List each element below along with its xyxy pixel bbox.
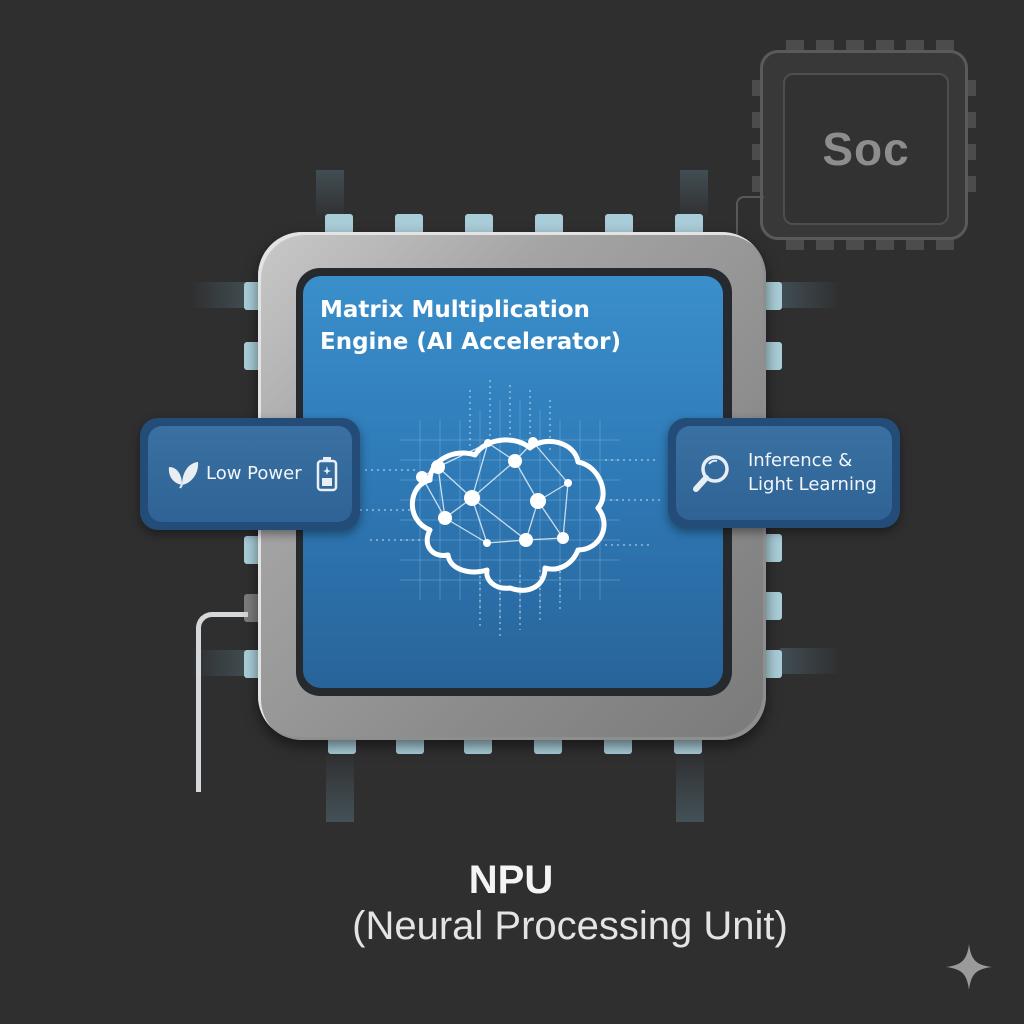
caption-title: NPU xyxy=(0,858,1024,903)
inference-badge-body: Inference & Light Learning xyxy=(676,426,892,520)
network-node xyxy=(431,460,445,474)
soc-label: Soc xyxy=(822,123,910,175)
chip-pin-left xyxy=(244,342,262,370)
battery-icon xyxy=(316,457,337,492)
grid-lines xyxy=(400,400,620,620)
network-node xyxy=(483,539,491,547)
chip-pin-top xyxy=(605,214,633,234)
pin-glow xyxy=(316,170,344,220)
soc-trace-line xyxy=(736,196,764,256)
left-trace-line xyxy=(196,612,248,792)
soc-pin xyxy=(786,238,804,250)
soc-pin xyxy=(966,112,976,128)
chip-pin-bottom xyxy=(674,736,702,754)
chip-pin-bottom xyxy=(464,736,492,754)
network-node xyxy=(564,479,572,487)
soc-pin xyxy=(752,144,762,160)
soc-pin xyxy=(936,40,954,52)
chip-pin-left xyxy=(244,594,262,622)
chip-pin-left xyxy=(244,536,262,564)
sparkle-icon xyxy=(946,944,992,990)
pin-glow xyxy=(780,282,840,308)
chip-pin-top xyxy=(395,214,423,234)
soc-pin xyxy=(786,40,804,52)
neural-brain-icon xyxy=(360,380,660,640)
soc-pin xyxy=(752,176,762,192)
pin-glow xyxy=(680,170,708,220)
soc-pin xyxy=(876,238,894,250)
network-node xyxy=(484,439,492,447)
leaf-icon xyxy=(168,462,199,489)
pin-glow xyxy=(190,282,250,308)
caption-subtitle: (Neural Processing Unit) xyxy=(352,904,788,948)
low-power-badge: Low Power xyxy=(140,418,360,530)
network-node xyxy=(508,454,522,468)
soc-pin xyxy=(936,238,954,250)
chip-pin-top xyxy=(535,214,563,234)
chip-pin-bottom xyxy=(328,736,356,754)
chip-pin-top xyxy=(325,214,353,234)
network-node xyxy=(416,471,428,483)
chip-pin-right xyxy=(764,592,782,620)
soc-die: Soc xyxy=(783,73,949,225)
chip-pin-right xyxy=(764,650,782,678)
network-node xyxy=(528,437,538,447)
inference-badge: Inference & Light Learning xyxy=(668,418,900,528)
die-title-line-1: Matrix Multiplication xyxy=(320,297,590,323)
soc-package: Soc xyxy=(760,50,968,240)
soc-pin xyxy=(752,112,762,128)
soc-pin xyxy=(966,176,976,192)
brain-outline xyxy=(409,437,607,593)
chip-pin-bottom xyxy=(604,736,632,754)
soc-pin xyxy=(816,40,834,52)
die-title-line-2: Engine (AI Accelerator) xyxy=(320,329,621,355)
low-power-badge-body: Low Power xyxy=(148,426,352,522)
network-node xyxy=(438,511,452,525)
network-node xyxy=(557,532,569,544)
caption-title-text: NPU xyxy=(468,858,554,902)
chip-pin-bottom xyxy=(534,736,562,754)
network-node xyxy=(519,533,533,547)
chip-pin-right xyxy=(764,342,782,370)
soc-pin xyxy=(816,238,834,250)
chip-pin-right xyxy=(764,534,782,562)
npu-die xyxy=(303,276,723,688)
soc-pin xyxy=(752,80,762,96)
soc-pin xyxy=(966,144,976,160)
chip-pin-top xyxy=(465,214,493,234)
chip-pin-left xyxy=(244,282,262,310)
soc-pin xyxy=(906,238,924,250)
low-power-label: Low Power xyxy=(206,463,302,484)
pin-glow xyxy=(326,752,354,822)
chip-pin-right xyxy=(764,282,782,310)
soc-pin xyxy=(876,40,894,52)
inference-label: Inference & Light Learning xyxy=(748,449,877,497)
soc-pin xyxy=(966,80,976,96)
network-node xyxy=(464,490,480,506)
chip-pin-left xyxy=(244,650,262,678)
pin-glow xyxy=(676,752,704,822)
inference-label-line-1: Inference & xyxy=(748,450,853,471)
soc-pin xyxy=(906,40,924,52)
chip-pin-bottom xyxy=(396,736,424,754)
soc-pin xyxy=(846,238,864,250)
network-nodes xyxy=(416,437,572,547)
soc-chip: Soc xyxy=(752,40,976,250)
pin-glow xyxy=(780,648,840,674)
data-streams xyxy=(360,380,660,640)
soc-pin xyxy=(846,40,864,52)
die-title: Matrix Multiplication Engine (AI Acceler… xyxy=(320,294,710,358)
magnifier-icon xyxy=(693,455,729,492)
chip-pin-top xyxy=(675,214,703,234)
network-node xyxy=(530,493,546,509)
inference-label-line-2: Light Learning xyxy=(748,474,877,495)
